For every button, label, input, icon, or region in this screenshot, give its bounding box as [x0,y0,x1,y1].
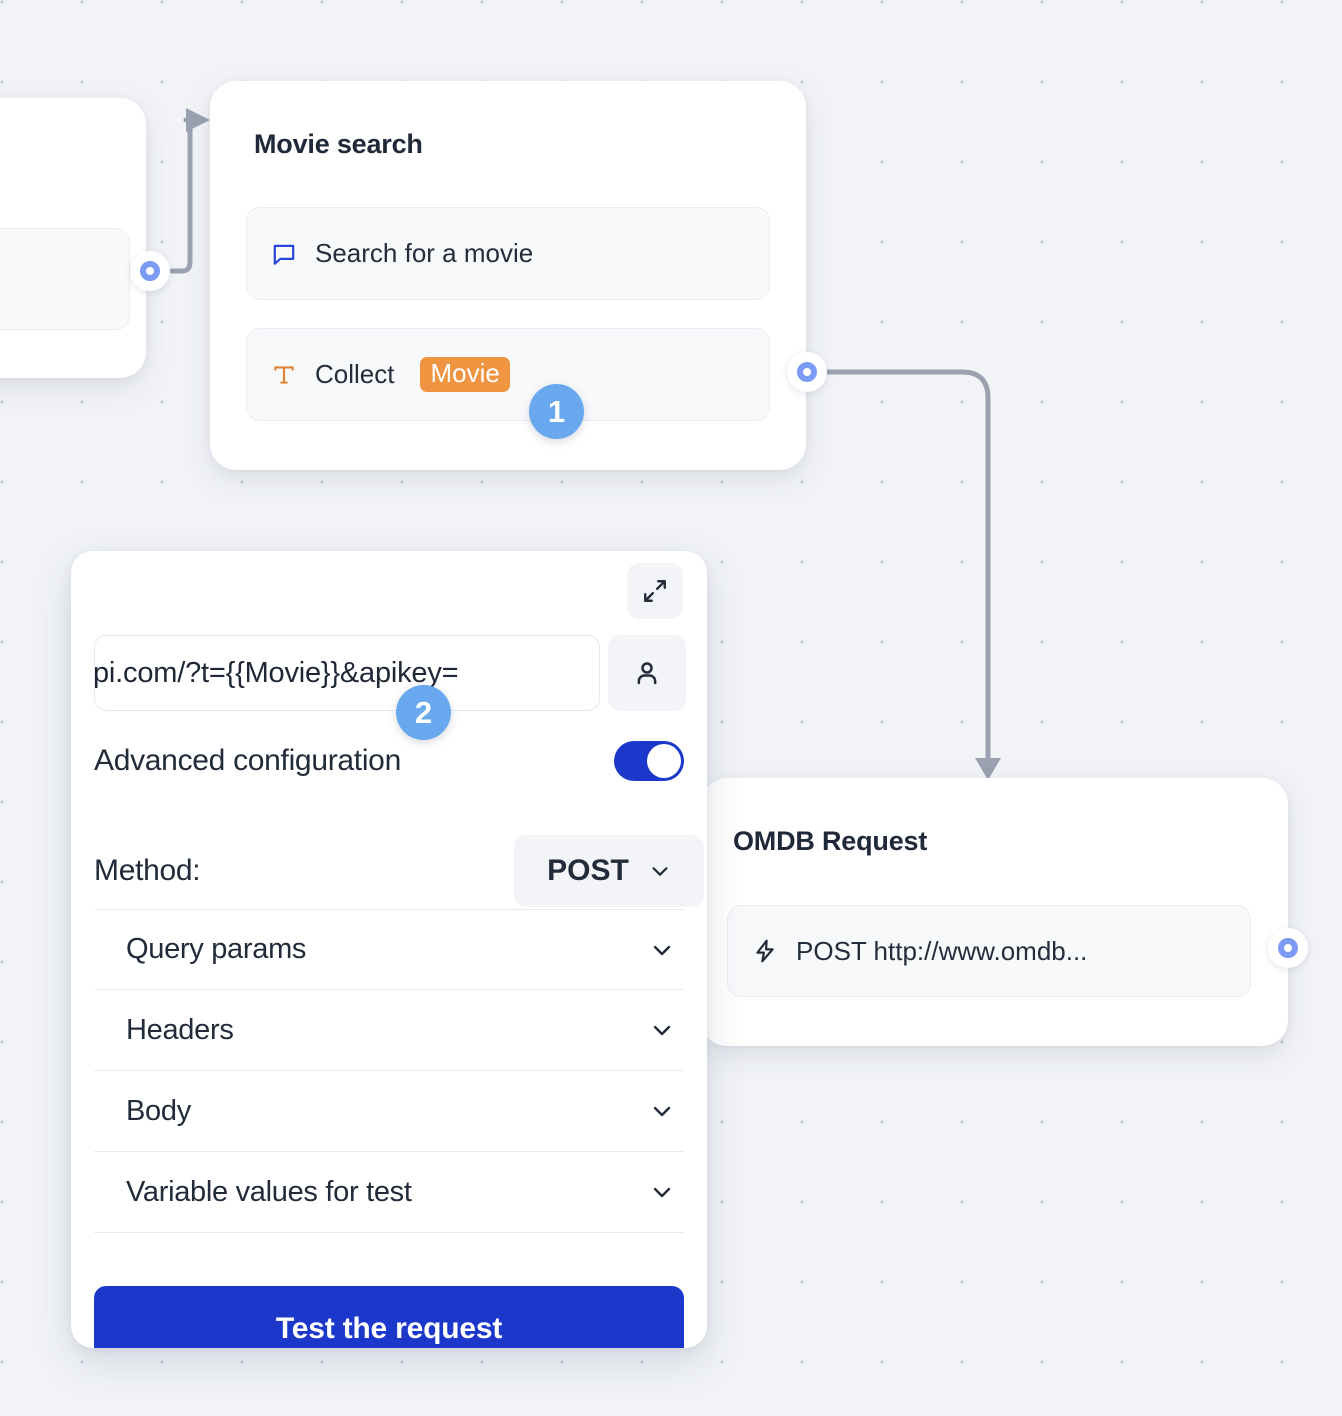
advanced-configuration-row: Advanced configuration [94,741,684,781]
method-label: Method: [94,854,201,887]
url-row: pi.com/?t={{Movie}}&apikey= [94,635,686,711]
accordion-item-query-params[interactable]: Query params [94,909,684,990]
chevron-down-icon [650,938,674,962]
configuration-accordion: Query params Headers Body [94,909,684,1233]
chevron-down-icon [649,860,671,882]
request-configuration-panel[interactable]: pi.com/?t={{Movie}}&apikey= Advanced con… [71,551,707,1348]
node-row-post-request[interactable]: POST http://www.omdb... [727,905,1251,997]
node-partial-row [0,228,130,330]
chevron-down-icon [650,1180,674,1204]
accordion-label: Body [126,1094,191,1127]
method-row: Method: POST [94,835,704,907]
toggle-knob [647,744,681,778]
method-select[interactable]: POST [514,835,704,907]
node-title-omdb-request: OMDB Request [733,826,928,856]
accordion-label: Variable values for test [126,1175,412,1208]
edge-partial-to-movie [169,117,201,274]
chevron-down-icon [650,1018,674,1042]
node-row-label: POST http://www.omdb... [796,935,1088,966]
accordion-item-variable-values-for-test[interactable]: Variable values for test [94,1152,684,1233]
port-partial-output[interactable] [130,251,170,291]
step-badge-1: 1 [529,384,584,439]
port-movie-search-output[interactable] [787,352,827,392]
advanced-configuration-toggle[interactable] [614,741,684,781]
advanced-configuration-label: Advanced configuration [94,744,401,777]
node-row-collect-movie[interactable]: Collect Movie [246,328,770,421]
lightning-bolt-icon [750,936,780,966]
method-value: POST [547,854,629,887]
node-row-label: Search for a movie [315,238,534,268]
text-type-icon [269,360,299,390]
edge-arrowhead-omdb [975,758,1001,780]
node-row-search-for-a-movie[interactable]: Search for a movie [246,207,770,300]
test-the-request-button[interactable]: Test the request [94,1286,684,1348]
speech-bubble-icon [269,239,299,269]
accordion-label: Headers [126,1013,234,1046]
accordion-item-body[interactable]: Body [94,1071,684,1152]
step-badge-2: 2 [396,685,451,740]
node-row-label: Collect [315,359,395,389]
user-icon [632,658,662,688]
request-url-input[interactable]: pi.com/?t={{Movie}}&apikey= [94,635,600,711]
expand-diagonal-icon [642,578,668,604]
port-omdb-request-output[interactable] [1268,928,1308,968]
accordion-label: Query params [126,933,307,965]
variable-chip-movie[interactable]: Movie [420,356,510,393]
node-title-movie-search: Movie search [254,129,423,159]
node-card-omdb-request[interactable]: OMDB Request POST http://www.omdb... [701,778,1288,1046]
edge-arrowhead-movie [186,108,210,132]
chevron-down-icon [650,1099,674,1123]
edge-movie-to-omdb [825,369,991,763]
request-url-value: pi.com/?t={{Movie}}&apikey= [94,656,459,689]
accordion-item-headers[interactable]: Headers [94,990,684,1071]
url-user-variable-button[interactable] [608,635,686,711]
expand-panel-button[interactable] [627,563,683,619]
node-card-partial[interactable] [0,98,146,378]
node-card-movie-search[interactable]: Movie search Search for a movie Collect … [210,81,806,470]
